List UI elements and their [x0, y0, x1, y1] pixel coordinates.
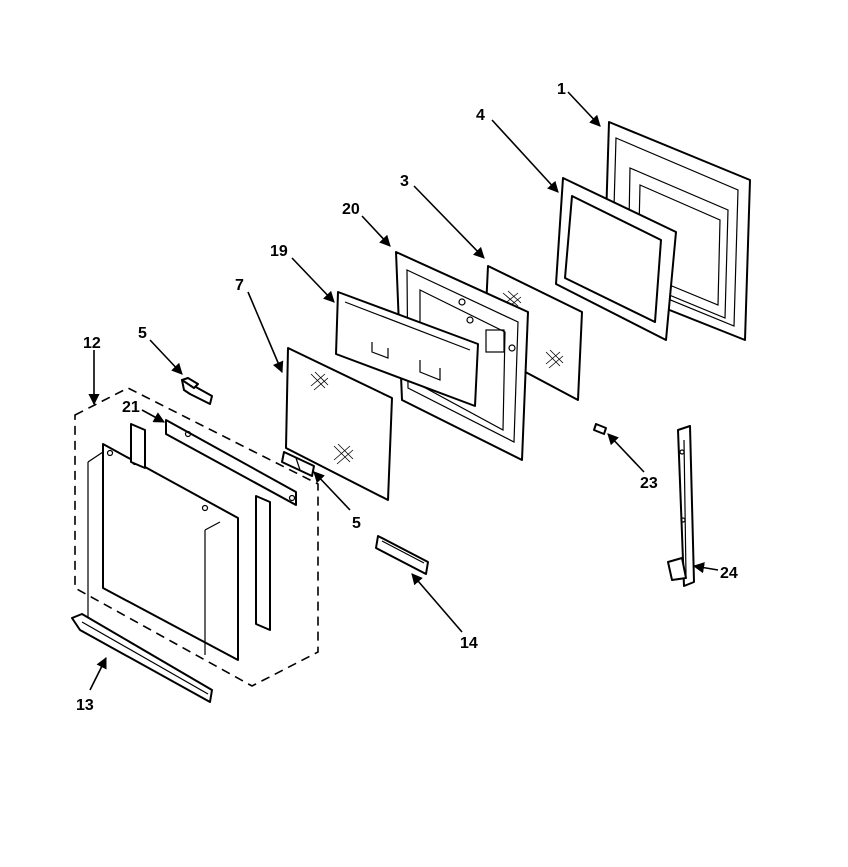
trim-strip-left [130, 423, 146, 469]
part-7-inner-glass [285, 347, 393, 501]
callout-5-upper: 5 [138, 325, 147, 342]
leader-5-lower [313, 471, 351, 511]
trim-strip-right [255, 495, 271, 631]
callout-5-lower: 5 [352, 515, 361, 532]
leader-14 [411, 573, 463, 633]
callout-1: 1 [557, 81, 566, 98]
part-4-door-frame [555, 177, 677, 341]
part-12-door-assembly-outline [74, 387, 319, 687]
part-24-hinge [667, 425, 695, 587]
leader-13 [89, 656, 107, 691]
leader-19 [291, 257, 335, 303]
leader-21 [141, 409, 165, 423]
leader-24 [692, 562, 719, 574]
leader-3 [413, 185, 485, 259]
part-13-handle [71, 613, 213, 703]
callout-labels: 1 4 3 20 19 7 5 12 21 5 23 24 14 13 [76, 81, 738, 714]
callout-19: 19 [270, 243, 288, 260]
leader-lines [88, 91, 719, 691]
callout-14: 14 [460, 635, 478, 652]
leader-1 [567, 91, 601, 127]
callout-20: 20 [342, 201, 360, 218]
leader-5-upper [149, 339, 183, 375]
part-19-shield [335, 291, 479, 407]
callout-24: 24 [720, 565, 738, 582]
leader-7 [247, 291, 284, 374]
part-5-clip-lower [281, 451, 315, 477]
leader-20 [361, 215, 391, 247]
part-12-outer-glass [87, 443, 239, 661]
callout-13: 13 [76, 697, 94, 714]
callout-23: 23 [640, 475, 658, 492]
leader-4 [491, 119, 559, 193]
part-21-bracket [165, 419, 297, 506]
callout-3: 3 [400, 173, 409, 190]
callout-21: 21 [122, 399, 140, 416]
part-5-clip-upper [181, 377, 213, 405]
callout-12: 12 [83, 335, 101, 352]
part-23-clip [593, 423, 607, 435]
callout-7: 7 [235, 277, 244, 294]
leader-23 [607, 433, 645, 473]
part-14-vent-trim [375, 535, 429, 575]
callout-4: 4 [476, 107, 485, 124]
